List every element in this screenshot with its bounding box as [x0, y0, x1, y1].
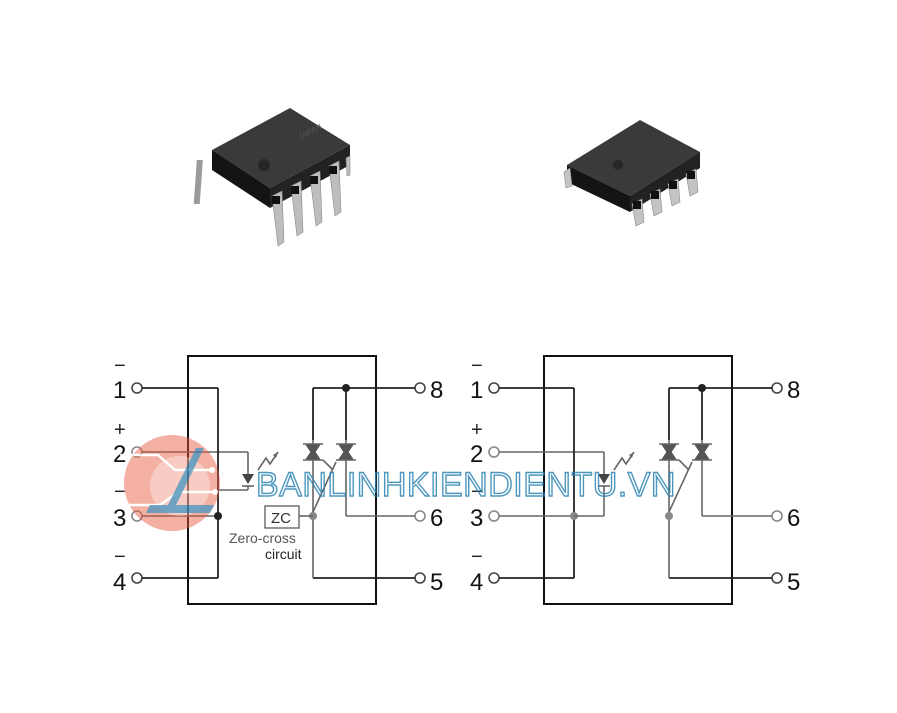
zero-cross-caption-line1: Zero-cross — [229, 530, 296, 546]
pin-6-label: 6 — [430, 505, 443, 532]
package-outline — [543, 355, 733, 605]
watermark-text: BANLINHKIENDIENTU.VN — [256, 466, 676, 504]
zero-cross-caption-line2: circuit — [265, 546, 302, 562]
pin-2-polarity: + — [471, 419, 483, 441]
pin-3-polarity: − — [114, 481, 126, 503]
pin-8-label: 8 — [430, 377, 443, 404]
pin-3-label: 3 — [470, 505, 483, 532]
pin-4-label: 4 — [470, 569, 483, 596]
zero-cross-box-label: ZC — [271, 510, 291, 527]
pin-2-label: 2 — [113, 441, 126, 468]
pin-5-label: 5 — [430, 569, 443, 596]
zero-cross-box — [264, 505, 300, 529]
pin-1-polarity: − — [114, 355, 126, 377]
pin-1-label: 1 — [113, 377, 126, 404]
left-pin-leads — [488, 382, 635, 584]
dip-8-package-image: JAPAN — [193, 108, 351, 247]
pin-2-polarity: + — [114, 419, 126, 441]
pin-3-polarity: − — [471, 481, 483, 503]
pin-6-label: 6 — [787, 505, 800, 532]
pin-4-label: 4 — [113, 569, 126, 596]
right-pin-leads — [659, 382, 783, 584]
pin-4-polarity: − — [114, 546, 126, 568]
pin-5-label: 5 — [787, 569, 800, 596]
watermark: BANLINHKIENDIENTU.VN — [120, 435, 676, 531]
pin-3-label: 3 — [113, 505, 126, 532]
pin-4-polarity: − — [471, 546, 483, 568]
pin-1-polarity: − — [471, 355, 483, 377]
schematic-right: 1 2 3 4 8 6 5 − + − − — [470, 355, 800, 605]
pin-8-label: 8 — [787, 377, 800, 404]
smd-8-package-image — [563, 120, 700, 227]
right-pin-leads — [303, 382, 426, 584]
watermark-logo-icon — [120, 435, 220, 531]
pin-1-label: 1 — [470, 377, 483, 404]
pin-2-label: 2 — [470, 441, 483, 468]
